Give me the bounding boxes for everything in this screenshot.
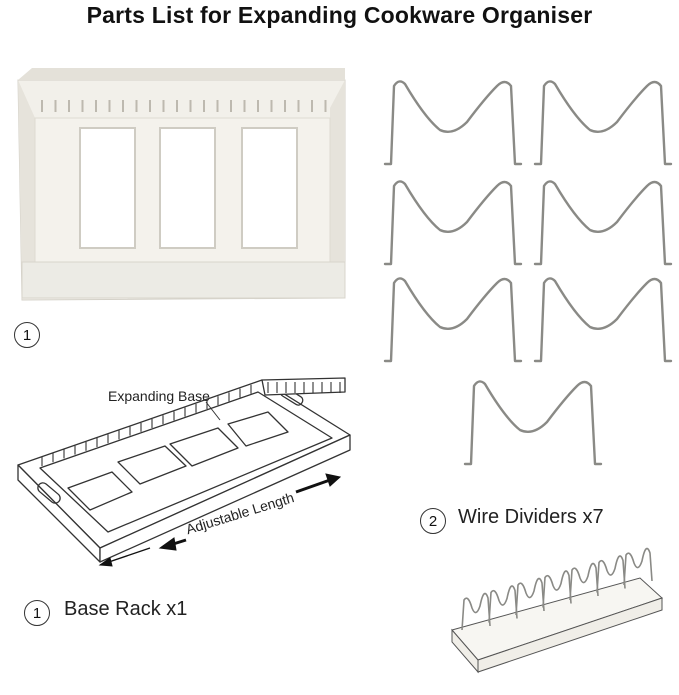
mini-wire-divider [623,547,653,586]
base-rack-photo-body [17,68,346,301]
mini-wire-divider [596,555,626,593]
expanding-base-label: Expanding Base [108,388,210,404]
mini-wire-divider [542,570,572,608]
base-rack-label: Base Rack x1 [64,598,188,620]
page-title: Parts List for Expanding Cookware Organi… [86,2,593,28]
mini-wire-divider [569,562,599,601]
marker-2: 2 [420,508,446,534]
wire-dividers-label: Wire Dividers x7 [458,506,604,528]
mini-wire-divider [461,592,491,631]
mini-wire-divider [488,585,518,623]
marker-1: 1 [24,600,50,626]
mini-wire-divider [515,577,545,616]
marker-1-top: 1 [14,322,40,348]
